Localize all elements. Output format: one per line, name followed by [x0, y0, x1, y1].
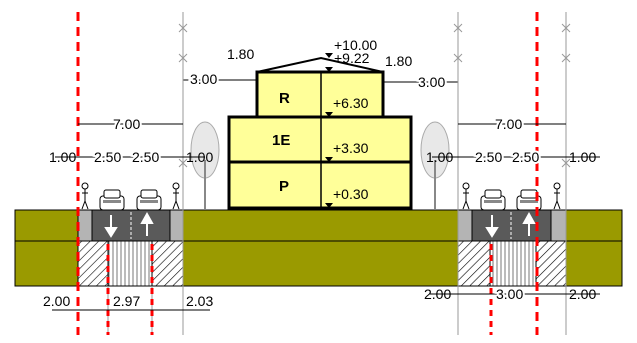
right-bottom-3: 2.00: [569, 286, 596, 302]
elevation-p: +0.30: [333, 186, 369, 202]
car-icon: [99, 189, 125, 211]
car-icon: [480, 189, 506, 211]
pedestrian-icon: [172, 182, 180, 210]
left-seg-2: 2.50: [94, 149, 121, 165]
right-street: [457, 182, 567, 287]
pedestrian-icon: [462, 182, 470, 210]
floor-first: [227, 115, 413, 164]
right-total-width: 7.00: [495, 116, 522, 132]
car-icon: [136, 189, 162, 211]
tree-icon: [420, 121, 450, 209]
pedestrian-icon: [553, 182, 561, 210]
left-lane-arrow-down: [104, 215, 118, 238]
floor-label-1e: 1E: [272, 132, 290, 149]
right-sidewalk-inner: [550, 209, 567, 242]
left-sidewalk-inner: [169, 209, 184, 242]
tree-icon: [190, 121, 220, 209]
left-bottom-1: 2.00: [43, 293, 70, 309]
elevation-r: +6.30: [333, 95, 369, 111]
left-road: [91, 209, 171, 242]
left-street: [77, 182, 184, 287]
right-sidewalk-outer: [457, 209, 473, 242]
left-lane-arrow-up: [140, 211, 154, 236]
right-lines: [489, 240, 537, 287]
right-seg-4: 1.00: [569, 149, 596, 165]
elevation-roof-top: +10.00: [334, 37, 377, 53]
right-seg-1: 1.00: [426, 149, 453, 165]
roof-overhang-left: 1.80: [227, 46, 254, 62]
left-hatch-b: [151, 240, 184, 287]
roof-outline: [256, 56, 384, 73]
right-bottom-1: 2.00: [424, 286, 451, 302]
left-sidewalk-outer: [77, 209, 93, 242]
setback-right: 3.00: [418, 74, 445, 90]
boundary-lines: [76, 12, 539, 335]
left-bottom-3: 2.03: [186, 293, 213, 309]
right-seg-3: 2.50: [512, 149, 539, 165]
left-total-width: 7.00: [113, 116, 140, 132]
left-lines: [107, 240, 153, 287]
floor-label-r: R: [279, 90, 290, 107]
boundary-lines-short: [106, 244, 493, 335]
left-seg-1: 1.00: [49, 149, 76, 165]
elevation-markers: [325, 53, 333, 208]
right-hatch-a: [457, 240, 491, 287]
left-seg-4: 1.00: [186, 149, 213, 165]
grid-cross-marks: [178, 23, 571, 168]
floor-ground: [227, 160, 413, 210]
left-seg-3: 2.50: [132, 149, 159, 165]
elevation-roof-mid: +9.22: [334, 50, 370, 66]
right-lane-arrow-down: [485, 215, 499, 238]
elevation-1e: +3.30: [333, 140, 369, 156]
right-lane-arrow-up: [522, 211, 536, 236]
floor-label-p: P: [279, 178, 289, 195]
left-bottom-2: 2.97: [113, 293, 140, 309]
roof-overhang-right: 1.80: [385, 53, 412, 69]
car-icon: [516, 189, 542, 211]
right-bottom-2: 3.00: [496, 286, 523, 302]
left-hatch-a: [77, 240, 109, 287]
right-hatch-b: [535, 240, 567, 287]
pedestrian-icon: [81, 182, 89, 210]
setback-left: 3.00: [190, 71, 217, 87]
right-seg-2: 2.50: [475, 149, 502, 165]
building: [227, 56, 413, 210]
